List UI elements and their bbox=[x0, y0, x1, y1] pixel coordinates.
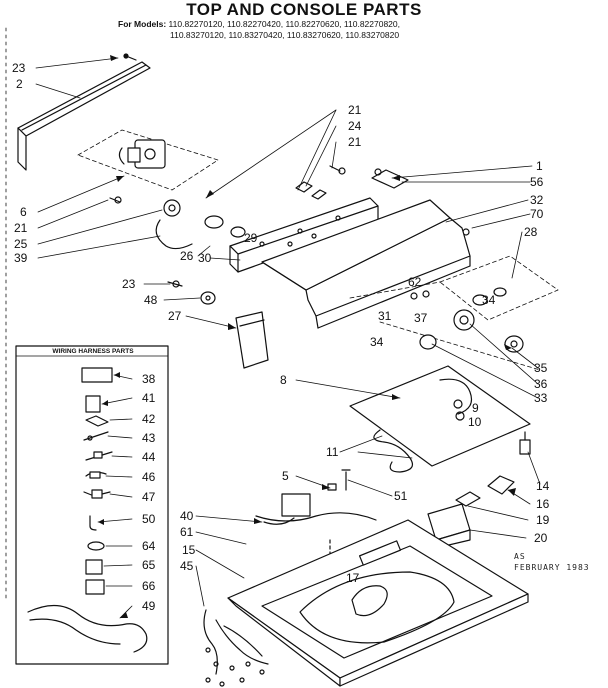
model-list: For Models: 110.82270120, 110.82270420, … bbox=[118, 19, 598, 41]
callout-66: 66 bbox=[142, 579, 156, 593]
callout-41: 41 bbox=[142, 391, 156, 405]
callout-30: 30 bbox=[198, 251, 212, 265]
wiring-harness-title: WIRING HARNESS PARTS bbox=[52, 348, 134, 355]
callout-38: 38 bbox=[142, 372, 156, 386]
callout-40: 40 bbox=[180, 509, 194, 523]
arrowheads bbox=[98, 55, 516, 618]
callout-34-a: 34 bbox=[482, 293, 496, 307]
wiring-harness-box bbox=[15, 345, 169, 665]
callout-46: 46 bbox=[142, 470, 156, 484]
callout-9: 9 bbox=[472, 401, 479, 415]
leader-lines bbox=[35, 57, 541, 619]
callout-21-a: 21 bbox=[348, 103, 362, 117]
top-cover bbox=[349, 365, 531, 473]
callout-8: 8 bbox=[280, 373, 287, 387]
callout-25: 25 bbox=[14, 237, 28, 251]
callout-11: 11 bbox=[326, 445, 339, 459]
callout-43: 43 bbox=[142, 431, 156, 445]
callout-29: 29 bbox=[244, 231, 258, 245]
callout-6: 6 bbox=[20, 205, 27, 219]
models-line-1: 110.82270120, 110.82270420, 110.82270620… bbox=[168, 19, 401, 29]
callout-42: 42 bbox=[142, 412, 156, 426]
loose-wires bbox=[203, 609, 269, 687]
callout-49: 49 bbox=[142, 599, 156, 613]
callout-19: 19 bbox=[536, 513, 550, 527]
harness-top bbox=[255, 469, 377, 561]
callout-50: 50 bbox=[142, 512, 156, 526]
callout-44: 44 bbox=[142, 450, 156, 464]
callout-51: 51 bbox=[394, 489, 408, 503]
callout-23-b: 23 bbox=[122, 277, 136, 291]
callout-2: 2 bbox=[16, 77, 23, 91]
callout-21-b: 21 bbox=[348, 135, 362, 149]
models-line-2: 110.83270120, 110.83270420, 110.83270620… bbox=[170, 30, 400, 40]
callout-45: 45 bbox=[180, 559, 194, 573]
callout-31: 31 bbox=[378, 309, 392, 323]
callout-10: 10 bbox=[468, 415, 482, 429]
switch-connector bbox=[519, 431, 531, 455]
stamp-line-2: FEBRUARY 1983 bbox=[514, 563, 590, 572]
callout-64: 64 bbox=[142, 539, 156, 553]
fasteners bbox=[109, 165, 470, 300]
callout-56: 56 bbox=[530, 175, 544, 189]
callout-26: 26 bbox=[180, 249, 194, 263]
callout-17: 17 bbox=[346, 571, 360, 585]
callout-34-b: 34 bbox=[370, 335, 384, 349]
console-panel bbox=[261, 199, 471, 329]
callout-61: 61 bbox=[180, 525, 194, 539]
models-label: For Models: bbox=[118, 19, 167, 29]
washer-top bbox=[227, 519, 529, 687]
callout-1: 1 bbox=[536, 159, 543, 173]
control-group bbox=[349, 255, 559, 371]
callout-5: 5 bbox=[282, 469, 289, 483]
callout-35: 35 bbox=[534, 361, 548, 375]
stamp-line-1: AS bbox=[514, 552, 526, 561]
console-end-bracket bbox=[371, 168, 409, 189]
callout-47: 47 bbox=[142, 490, 156, 504]
callout-70: 70 bbox=[530, 207, 544, 221]
callout-33: 33 bbox=[534, 391, 548, 405]
callout-28: 28 bbox=[524, 225, 538, 239]
lid-switch-parts bbox=[427, 475, 515, 549]
callout-24: 24 bbox=[348, 119, 362, 133]
callout-32: 32 bbox=[530, 193, 544, 207]
callout-21-c: 21 bbox=[14, 221, 28, 235]
callout-62: 62 bbox=[408, 275, 422, 289]
page-title: TOP AND CONSOLE PARTS bbox=[186, 0, 422, 19]
callout-36: 36 bbox=[534, 377, 548, 391]
timer-knob-parts bbox=[155, 199, 246, 250]
callout-20: 20 bbox=[534, 531, 548, 545]
callout-23: 23 bbox=[12, 61, 26, 75]
rear-trim-strip bbox=[17, 53, 151, 171]
callout-65: 65 bbox=[142, 558, 156, 572]
callout-14: 14 bbox=[536, 479, 550, 493]
side-cap-parts bbox=[200, 291, 269, 369]
callout-16: 16 bbox=[536, 497, 550, 511]
callout-27: 27 bbox=[168, 309, 182, 323]
callout-48: 48 bbox=[144, 293, 158, 307]
callout-15: 15 bbox=[182, 543, 196, 557]
callout-39: 39 bbox=[14, 251, 28, 265]
timer-assembly bbox=[77, 129, 219, 191]
callout-37: 37 bbox=[414, 311, 428, 325]
